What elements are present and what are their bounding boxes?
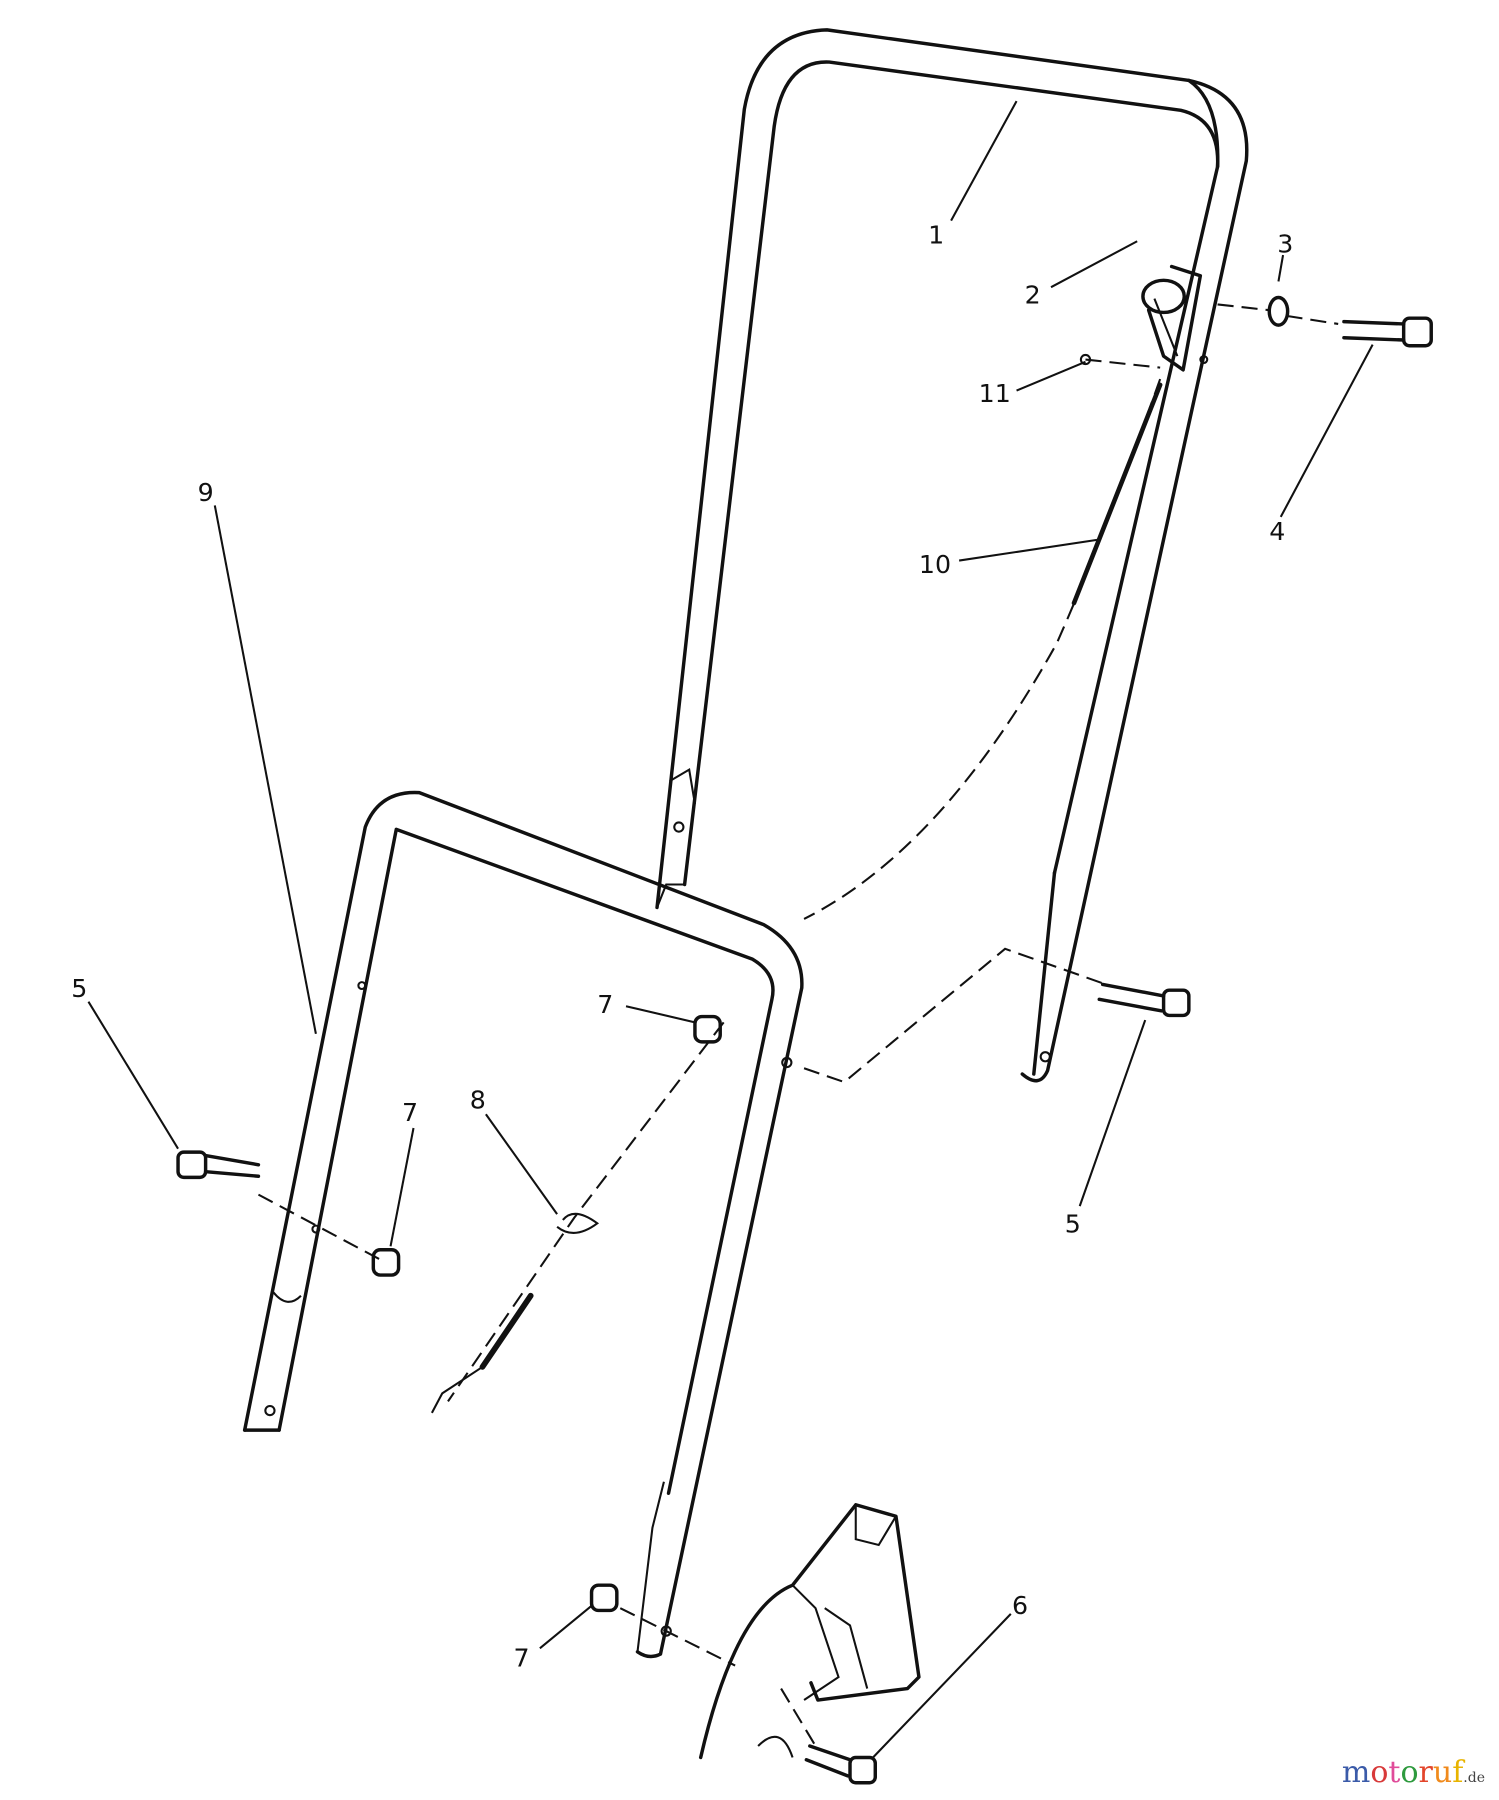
cable-spring	[1071, 382, 1163, 606]
callout-9: 9	[198, 478, 214, 507]
callout-5a: 5	[71, 974, 87, 1003]
callout-2: 2	[1025, 280, 1041, 309]
callout-1: 1	[928, 221, 944, 250]
callout-4: 4	[1269, 517, 1285, 546]
callout-10: 10	[919, 550, 951, 579]
base-bracket	[698, 1503, 921, 1760]
callout-6: 6	[1012, 1591, 1028, 1620]
callout-5b: 5	[1065, 1210, 1081, 1239]
callout-3: 3	[1277, 230, 1293, 259]
leader-lines	[87, 100, 1374, 1759]
watermark-logo: motoruf.de	[1341, 1755, 1485, 1790]
callout-11: 11	[979, 379, 1011, 408]
callout-8: 8	[470, 1085, 486, 1114]
callout-7c: 7	[513, 1644, 529, 1673]
callout-labels: 1 2 3 4 5 5 6 7 7 7 8 9 10 11	[71, 221, 1293, 1673]
lower-handle	[242, 790, 804, 1659]
callout-7b: 7	[402, 1098, 418, 1127]
callout-7a: 7	[597, 990, 613, 1019]
fasteners	[176, 295, 1433, 1785]
alignment-lines	[257, 303, 1339, 1747]
control-lever	[1141, 264, 1203, 372]
upper-handle	[655, 28, 1249, 1083]
